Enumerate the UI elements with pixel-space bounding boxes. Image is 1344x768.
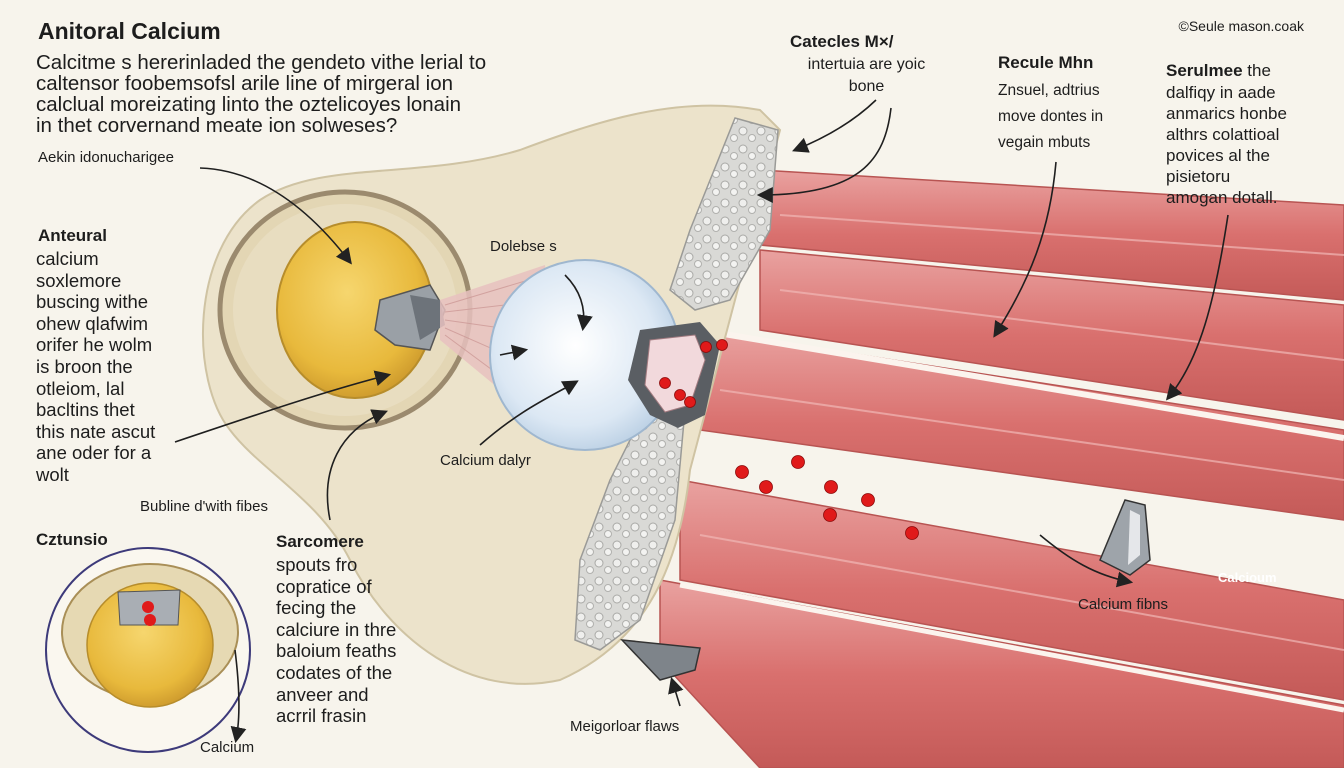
right2-heading: Serulmee [1166,61,1243,80]
inset-detail [45,547,251,753]
right2-heading-rest: the [1242,61,1271,80]
bottom-caption: Meigorloar flaws [570,718,680,735]
calcium-fibres-label: Calcium fibns [1078,596,1169,613]
credit-text: ©Seule mason.coak [1178,18,1305,34]
bone-shard-right [1099,499,1151,576]
inset-heading: Cztunsio [36,530,108,549]
calcium-ions [659,339,919,540]
right1-body: Znsuel, adtrius move dontes in vegain mb… [998,82,1104,151]
top-center-heading: Catecles M×/ [790,32,894,51]
calcium-label: Calcium dalyr [440,452,531,469]
calcium-muscle-label: Calcioum [1218,570,1277,585]
top-center-body: intertuia are yoic bone [807,56,926,95]
spongy-bone-upper [669,117,779,311]
fibres-caption: Bubline d'with fibes [140,498,268,515]
right2-heading-line: Serulmee the [1166,61,1271,81]
left-heading: Anteural [38,226,107,245]
inset-caption: Calcium [200,739,255,756]
center-label: Dolebse s [490,238,557,255]
top-left-caption: Aekin idonucharigee [38,149,174,166]
right2-body: dalfiqy in aade anmarics honbe althrs co… [1166,83,1287,207]
muscle-fibers [659,169,1344,768]
spongy-bone-lower [574,409,686,651]
intro-paragraph: Calcitme s hererinladed the gendeto vith… [36,51,487,137]
left-body: calcium soxlemore buscing withe ohew qla… [36,248,156,485]
right1-heading: Recule Mhn [998,53,1094,72]
bone-shard-bottom [620,639,701,681]
sarcomere-heading: Sarcomere [276,532,364,551]
page-title: Anitoral Calcium [38,18,221,44]
sarcomere-body: spouts fro copratice of fecing the calci… [276,554,397,727]
